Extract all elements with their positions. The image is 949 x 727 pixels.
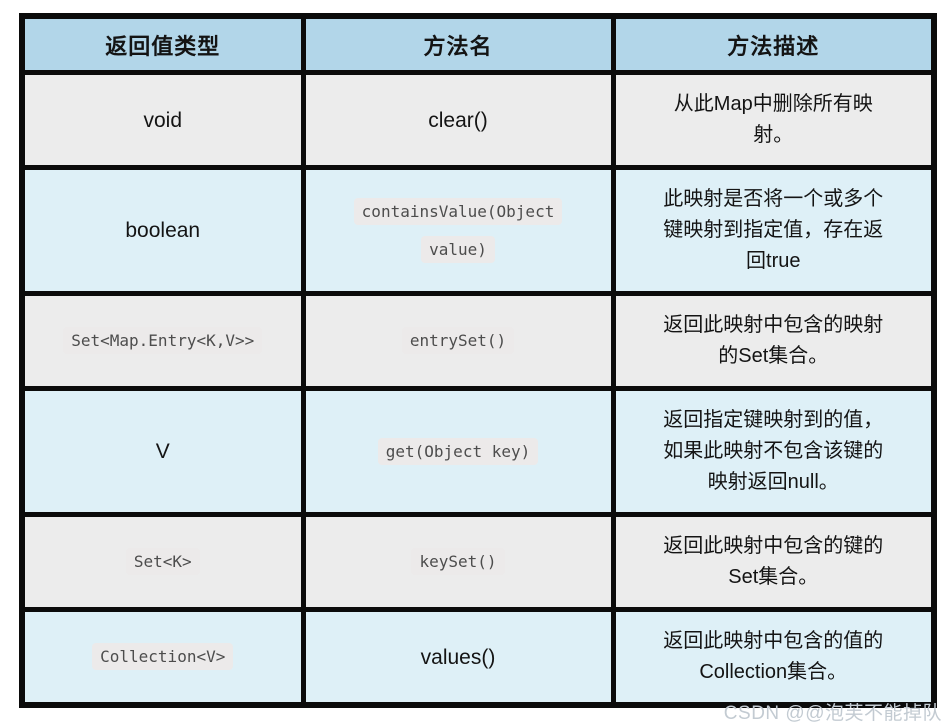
method-description-text: 返回此映射中包含的值的Collection集合。 xyxy=(663,630,884,683)
col-header-method-description: 方法描述 xyxy=(610,13,937,75)
method-name-inline-code: containsValue(Object value) xyxy=(353,197,563,263)
header-row: 返回值类型 方法名 方法描述 xyxy=(19,13,937,75)
method-name-text: values() xyxy=(420,645,496,669)
table-row: Collection<V> values() 返回此映射中包含的值的Collecti… xyxy=(19,607,937,708)
method-name-inline-code: get(Object key) xyxy=(377,437,539,465)
cell-method-description: 返回此映射中包含的值的Collection集合。 xyxy=(610,607,937,708)
method-description-text: 返回指定键映射到的值，如果此映射不包含该键的映射返回null。 xyxy=(663,409,884,493)
cell-return-type: void xyxy=(19,70,306,170)
table-row: Set<Map.Entry<K,V>> entrySet() 返回此映射中包含的映射… xyxy=(19,291,937,391)
cell-method-name: get(Object key) xyxy=(300,386,616,517)
cell-return-type: V xyxy=(19,386,306,517)
cell-method-description: 返回此映射中包含的映射的Set集合。 xyxy=(610,291,937,391)
cell-method-name: values() xyxy=(300,607,616,708)
table-row: void clear() 从此Map中删除所有映射。 xyxy=(19,70,937,170)
cell-method-description: 从此Map中删除所有映射。 xyxy=(610,70,937,170)
return-type-text: V xyxy=(155,440,170,463)
method-name-inline-code: keySet() xyxy=(411,548,505,575)
table-row: Set<K> keySet() 返回此映射中包含的键的Set集合。 xyxy=(19,512,937,612)
cell-return-type: Set<Map.Entry<K,V>> xyxy=(19,291,306,391)
return-type-text: boolean xyxy=(125,219,201,242)
return-type-inline-code: Set<K> xyxy=(125,548,200,575)
cell-method-name: containsValue(Object value) xyxy=(300,165,616,296)
col-header-return-type: 返回值类型 xyxy=(19,13,306,75)
cell-method-name: keySet() xyxy=(300,512,616,612)
cell-return-type: Set<K> xyxy=(19,512,306,612)
cell-method-description: 返回此映射中包含的键的Set集合。 xyxy=(610,512,937,612)
col-header-method-name: 方法名 xyxy=(300,13,616,75)
method-description-text: 返回此映射中包含的键的Set集合。 xyxy=(663,535,884,588)
method-description-text: 从此Map中删除所有映射。 xyxy=(673,93,873,146)
return-type-inline-code: Collection<V> xyxy=(92,643,234,670)
method-description-text: 此映射是否将一个或多个键映射到指定值，存在返回true xyxy=(663,188,884,272)
watermark: CSDN @@泡芙不能掉队 xyxy=(723,703,942,724)
method-description-text: 返回此映射中包含的映射的Set集合。 xyxy=(663,314,884,367)
method-name-text: clear() xyxy=(428,108,488,132)
cell-return-type: boolean xyxy=(19,165,306,296)
table-row: boolean containsValue(Object value) 此映射是否将… xyxy=(19,165,937,296)
cell-method-description: 此映射是否将一个或多个键映射到指定值，存在返回true xyxy=(610,165,937,296)
method-name-inline-code: entrySet() xyxy=(401,327,515,354)
return-type-inline-code: Set<Map.Entry<K,V>> xyxy=(63,327,263,354)
table-body: void clear() 从此Map中删除所有映射。 boolean containsV… xyxy=(19,70,937,708)
cell-method-name: clear() xyxy=(300,70,616,170)
cell-method-name: entrySet() xyxy=(300,291,616,391)
cell-method-description: 返回指定键映射到的值，如果此映射不包含该键的映射返回null。 xyxy=(610,386,937,517)
cell-return-type: Collection<V> xyxy=(19,607,306,708)
return-type-text: void xyxy=(143,108,183,132)
map-methods-table: 返回值类型 方法名 方法描述 void clear() 从此Map中删除所有映射。 b… xyxy=(19,13,937,708)
